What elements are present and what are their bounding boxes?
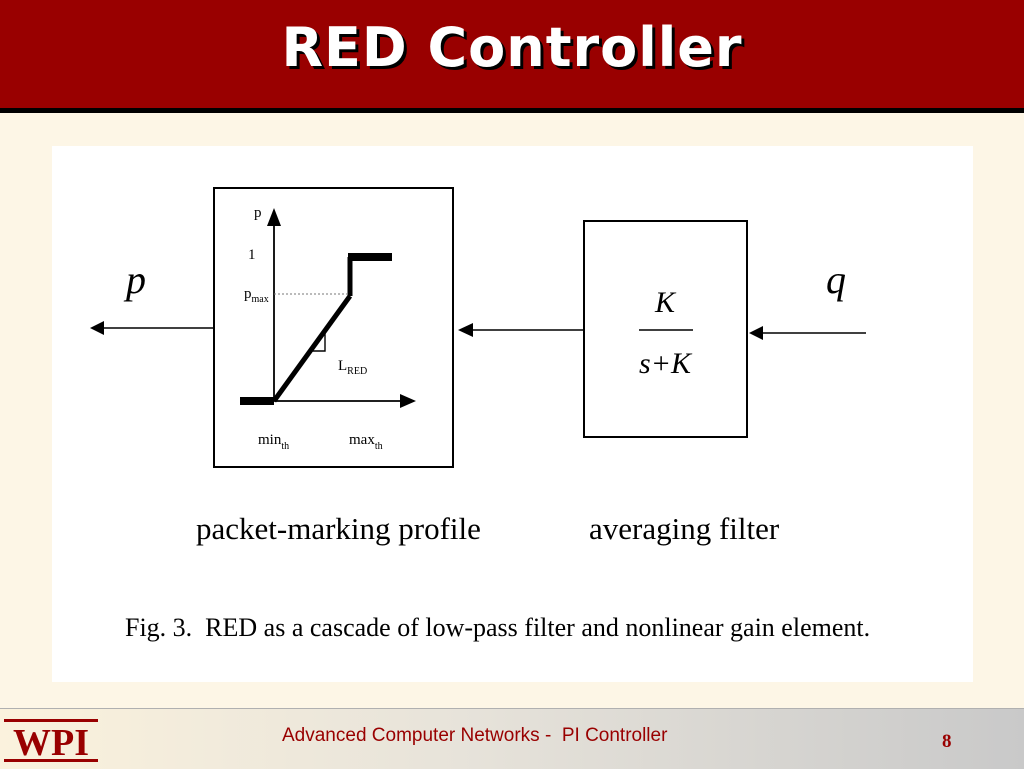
connector-arrowhead	[458, 323, 473, 337]
output-arrowhead	[90, 321, 104, 335]
logo-text: WPI	[13, 722, 89, 764]
block-diagram: p p 1 pmax LRED minth maxth K s+K	[90, 187, 870, 642]
input-signal-label: q	[826, 257, 846, 302]
filter-block	[583, 220, 748, 438]
wpi-logo: WPI	[4, 719, 98, 764]
figure-panel: p p 1 pmax LRED minth maxth K s+K	[52, 146, 973, 682]
slide-title: RED Controller	[281, 16, 743, 79]
profile-block	[213, 187, 454, 468]
profile-block-label: packet-marking profile	[196, 511, 481, 546]
output-signal-label: p	[123, 257, 146, 302]
footer-course-title: Advanced Computer Networks - PI Controll…	[282, 725, 668, 746]
input-arrowhead	[749, 326, 763, 340]
minth-label: minth	[258, 432, 289, 452]
pmax-label: pmax	[244, 286, 269, 305]
maxth-label: maxth	[349, 432, 383, 452]
filter-block-label: averaging filter	[589, 511, 780, 546]
profile-y-arrowhead	[267, 208, 281, 226]
slope-indicator	[310, 332, 326, 352]
logo-top-rule	[4, 719, 98, 722]
page-number: 8	[942, 731, 952, 752]
logo-bottom-rule	[4, 759, 98, 762]
profile-one-label: 1	[248, 247, 256, 263]
profile-y-label: p	[254, 205, 262, 221]
footer-bar: WPI Advanced Computer Networks - PI Cont…	[0, 708, 1024, 769]
filter-denominator: s+K	[639, 347, 693, 380]
profile-x-arrowhead	[400, 394, 416, 408]
figure-caption: Fig. 3. RED as a cascade of low-pass fil…	[125, 613, 870, 642]
slope-label: LRED	[338, 358, 367, 377]
profile-ramp-segment	[271, 294, 353, 403]
title-bar: RED Controller	[0, 0, 1024, 113]
filter-numerator: K	[654, 286, 677, 319]
